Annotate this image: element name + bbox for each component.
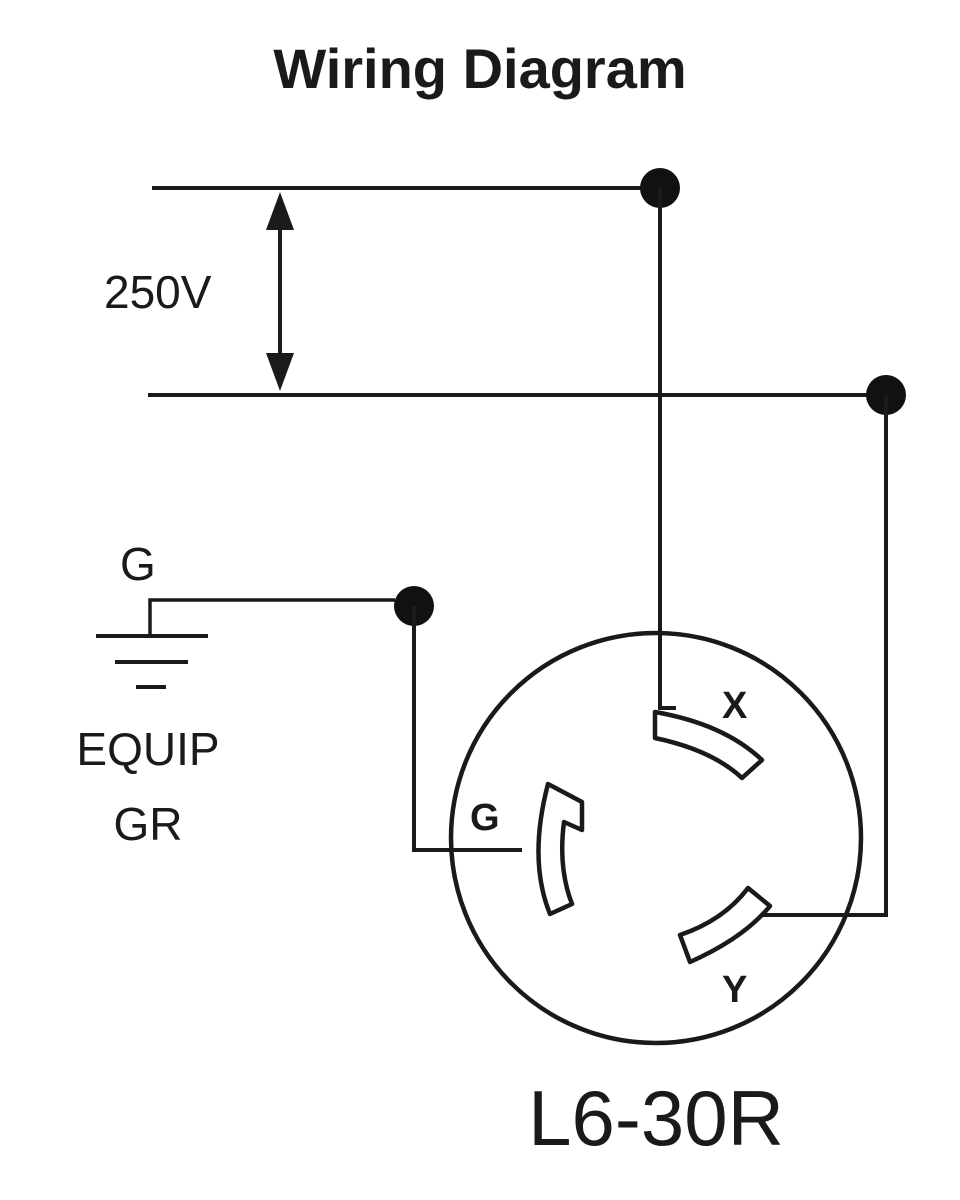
wire-to-x-terminal: [658, 188, 676, 710]
wire-to-g-terminal: [412, 606, 522, 852]
y-terminal-slot: [677, 885, 773, 965]
x-terminal-slot: [652, 709, 765, 781]
y-terminal-label: Y: [722, 969, 747, 1011]
equip-ground-label-line2: GR: [114, 798, 183, 850]
ground-icon: [96, 598, 395, 689]
g-terminal-label: G: [470, 797, 500, 839]
voltage-arrow: [266, 192, 294, 391]
g-terminal-slot: [536, 781, 585, 917]
receptacle-face: [448, 630, 864, 1046]
receptacle-model-label: L6-30R: [528, 1074, 784, 1162]
wire-to-y-terminal: [762, 395, 888, 917]
ground-label: G: [120, 538, 156, 590]
x-terminal-label: X: [722, 685, 748, 727]
diagram-title: Wiring Diagram: [273, 37, 686, 100]
voltage-label: 250V: [104, 266, 212, 318]
equip-ground-label-line1: EQUIP: [76, 723, 219, 775]
